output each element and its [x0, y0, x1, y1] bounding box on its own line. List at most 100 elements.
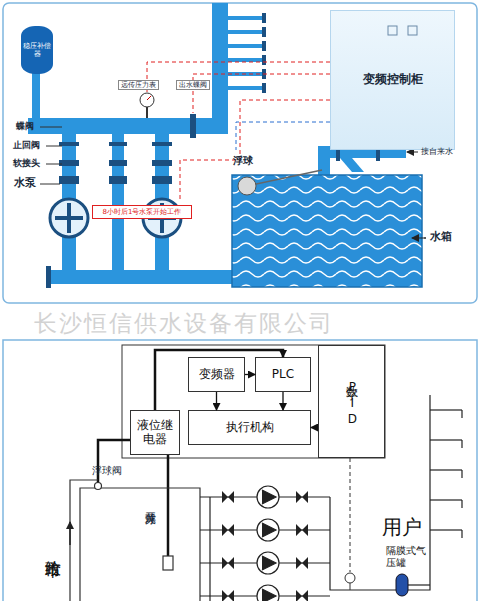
- valves-flanges: [152, 160, 172, 166]
- pump-line: [430, 529, 462, 530]
- part-label: 水泵: [14, 177, 36, 190]
- pump-line: [461, 500, 462, 508]
- leader-line: [46, 164, 62, 165]
- water-tank: [232, 175, 422, 287]
- relay-wire: [167, 455, 170, 556]
- part-label: 隔膜式气压罐: [386, 545, 432, 568]
- control-wire: [180, 100, 330, 200]
- pressure-gauge: [140, 93, 154, 107]
- valves-flanges: [152, 176, 172, 184]
- valves-flanges: [59, 160, 79, 166]
- control-wire: [236, 122, 330, 150]
- pump-symbol: [55, 203, 83, 233]
- pointer-arrow: [407, 152, 418, 153]
- part-label: 用户: [382, 516, 422, 539]
- valve-symbol: [296, 590, 308, 601]
- pipework: [228, 44, 264, 48]
- panel-frame: [3, 3, 477, 303]
- tank-outline: [70, 480, 200, 601]
- pump-line: [461, 530, 462, 538]
- part-label: 远传压力表: [118, 80, 159, 90]
- valves-flanges: [262, 27, 266, 37]
- pressure-sensor: [345, 573, 355, 583]
- pump-symbol: [257, 486, 279, 601]
- pump-line: [461, 410, 462, 418]
- process-box: PLC: [255, 357, 311, 392]
- pump-symbol: [257, 552, 279, 574]
- pressure-gauge: [147, 96, 151, 100]
- pipework: [50, 270, 234, 284]
- water-tank: [232, 175, 422, 287]
- valves-flanges: [109, 160, 127, 166]
- water-tank: [232, 170, 422, 287]
- part-label: 止回阀: [13, 140, 40, 150]
- node-text: 数字PID: [345, 376, 359, 428]
- pump-line: [430, 469, 462, 470]
- control-cabinet: 变频控制柜: [330, 10, 455, 150]
- water-tank: [238, 177, 256, 195]
- control-wire: [147, 62, 330, 200]
- node-text: 变频器: [199, 368, 235, 382]
- node-text: PLC: [272, 368, 294, 382]
- valves-flanges: [59, 176, 79, 184]
- pump-symbol: [262, 589, 276, 601]
- pump-symbol: [262, 556, 276, 570]
- part-label: 软接头: [13, 158, 40, 168]
- tank-outline: [70, 480, 98, 601]
- pump-line: [430, 439, 462, 440]
- pump-line: [209, 497, 210, 601]
- leader-line: [40, 127, 62, 184]
- control-box: [122, 345, 385, 458]
- valve-symbol: [222, 491, 234, 503]
- note-box: 8小时后1号水泵开始工作: [92, 205, 192, 219]
- pump-line: [430, 499, 462, 500]
- valve-symbol: [222, 524, 234, 536]
- valve-symbol: [222, 590, 234, 601]
- tank-outline: [163, 556, 173, 570]
- signal-arrow: [245, 374, 255, 375]
- pump-line: [461, 470, 462, 478]
- pressure-vessel: 稳压补偿器: [21, 26, 53, 74]
- leader-line: [40, 127, 62, 128]
- pump-line: [408, 584, 430, 585]
- pump-symbol: [257, 585, 279, 601]
- part-label: 接自来水: [421, 147, 453, 156]
- tank-outline: [80, 488, 200, 601]
- pump-line: [430, 409, 462, 410]
- valves-flanges: [109, 176, 127, 184]
- valve-symbol: [222, 557, 234, 569]
- signal-line: [350, 458, 351, 572]
- leader-line: [40, 184, 60, 185]
- pipework: [32, 72, 40, 118]
- valves-flanges: [59, 142, 79, 146]
- relay-wire: [98, 440, 168, 556]
- watermark: 长沙恒信供水设备有限公司: [34, 310, 334, 336]
- valves-flanges: [262, 83, 266, 93]
- pipework: [228, 16, 264, 20]
- signal-arrow: [311, 427, 318, 428]
- pump-symbol: [262, 523, 276, 537]
- node-text: 执行机构: [226, 421, 274, 435]
- part-label: 出水蝶阀: [176, 80, 210, 90]
- valves-flanges: [190, 114, 196, 138]
- pipework: [228, 30, 264, 34]
- control-wire: [193, 74, 330, 113]
- pipework: [228, 58, 264, 62]
- process-box: 液位继电器: [130, 410, 180, 455]
- part-label: 蝶阀: [16, 121, 34, 131]
- valves-flanges: [262, 55, 266, 65]
- pressure-gauge: [146, 107, 148, 118]
- valve-symbol: [296, 557, 308, 569]
- control-wire: [147, 62, 330, 92]
- pump-symbol: [262, 490, 276, 504]
- process-box: 执行机构: [188, 410, 311, 445]
- valves-flanges: [46, 266, 51, 288]
- valves-flanges: [109, 142, 127, 146]
- part-label: 浮球阀: [92, 465, 122, 477]
- signal-line: [350, 583, 351, 590]
- pipework: [28, 118, 228, 134]
- valve-symbol: [296, 491, 308, 503]
- process-box: 变频器: [188, 357, 245, 392]
- top-panel: [3, 3, 477, 303]
